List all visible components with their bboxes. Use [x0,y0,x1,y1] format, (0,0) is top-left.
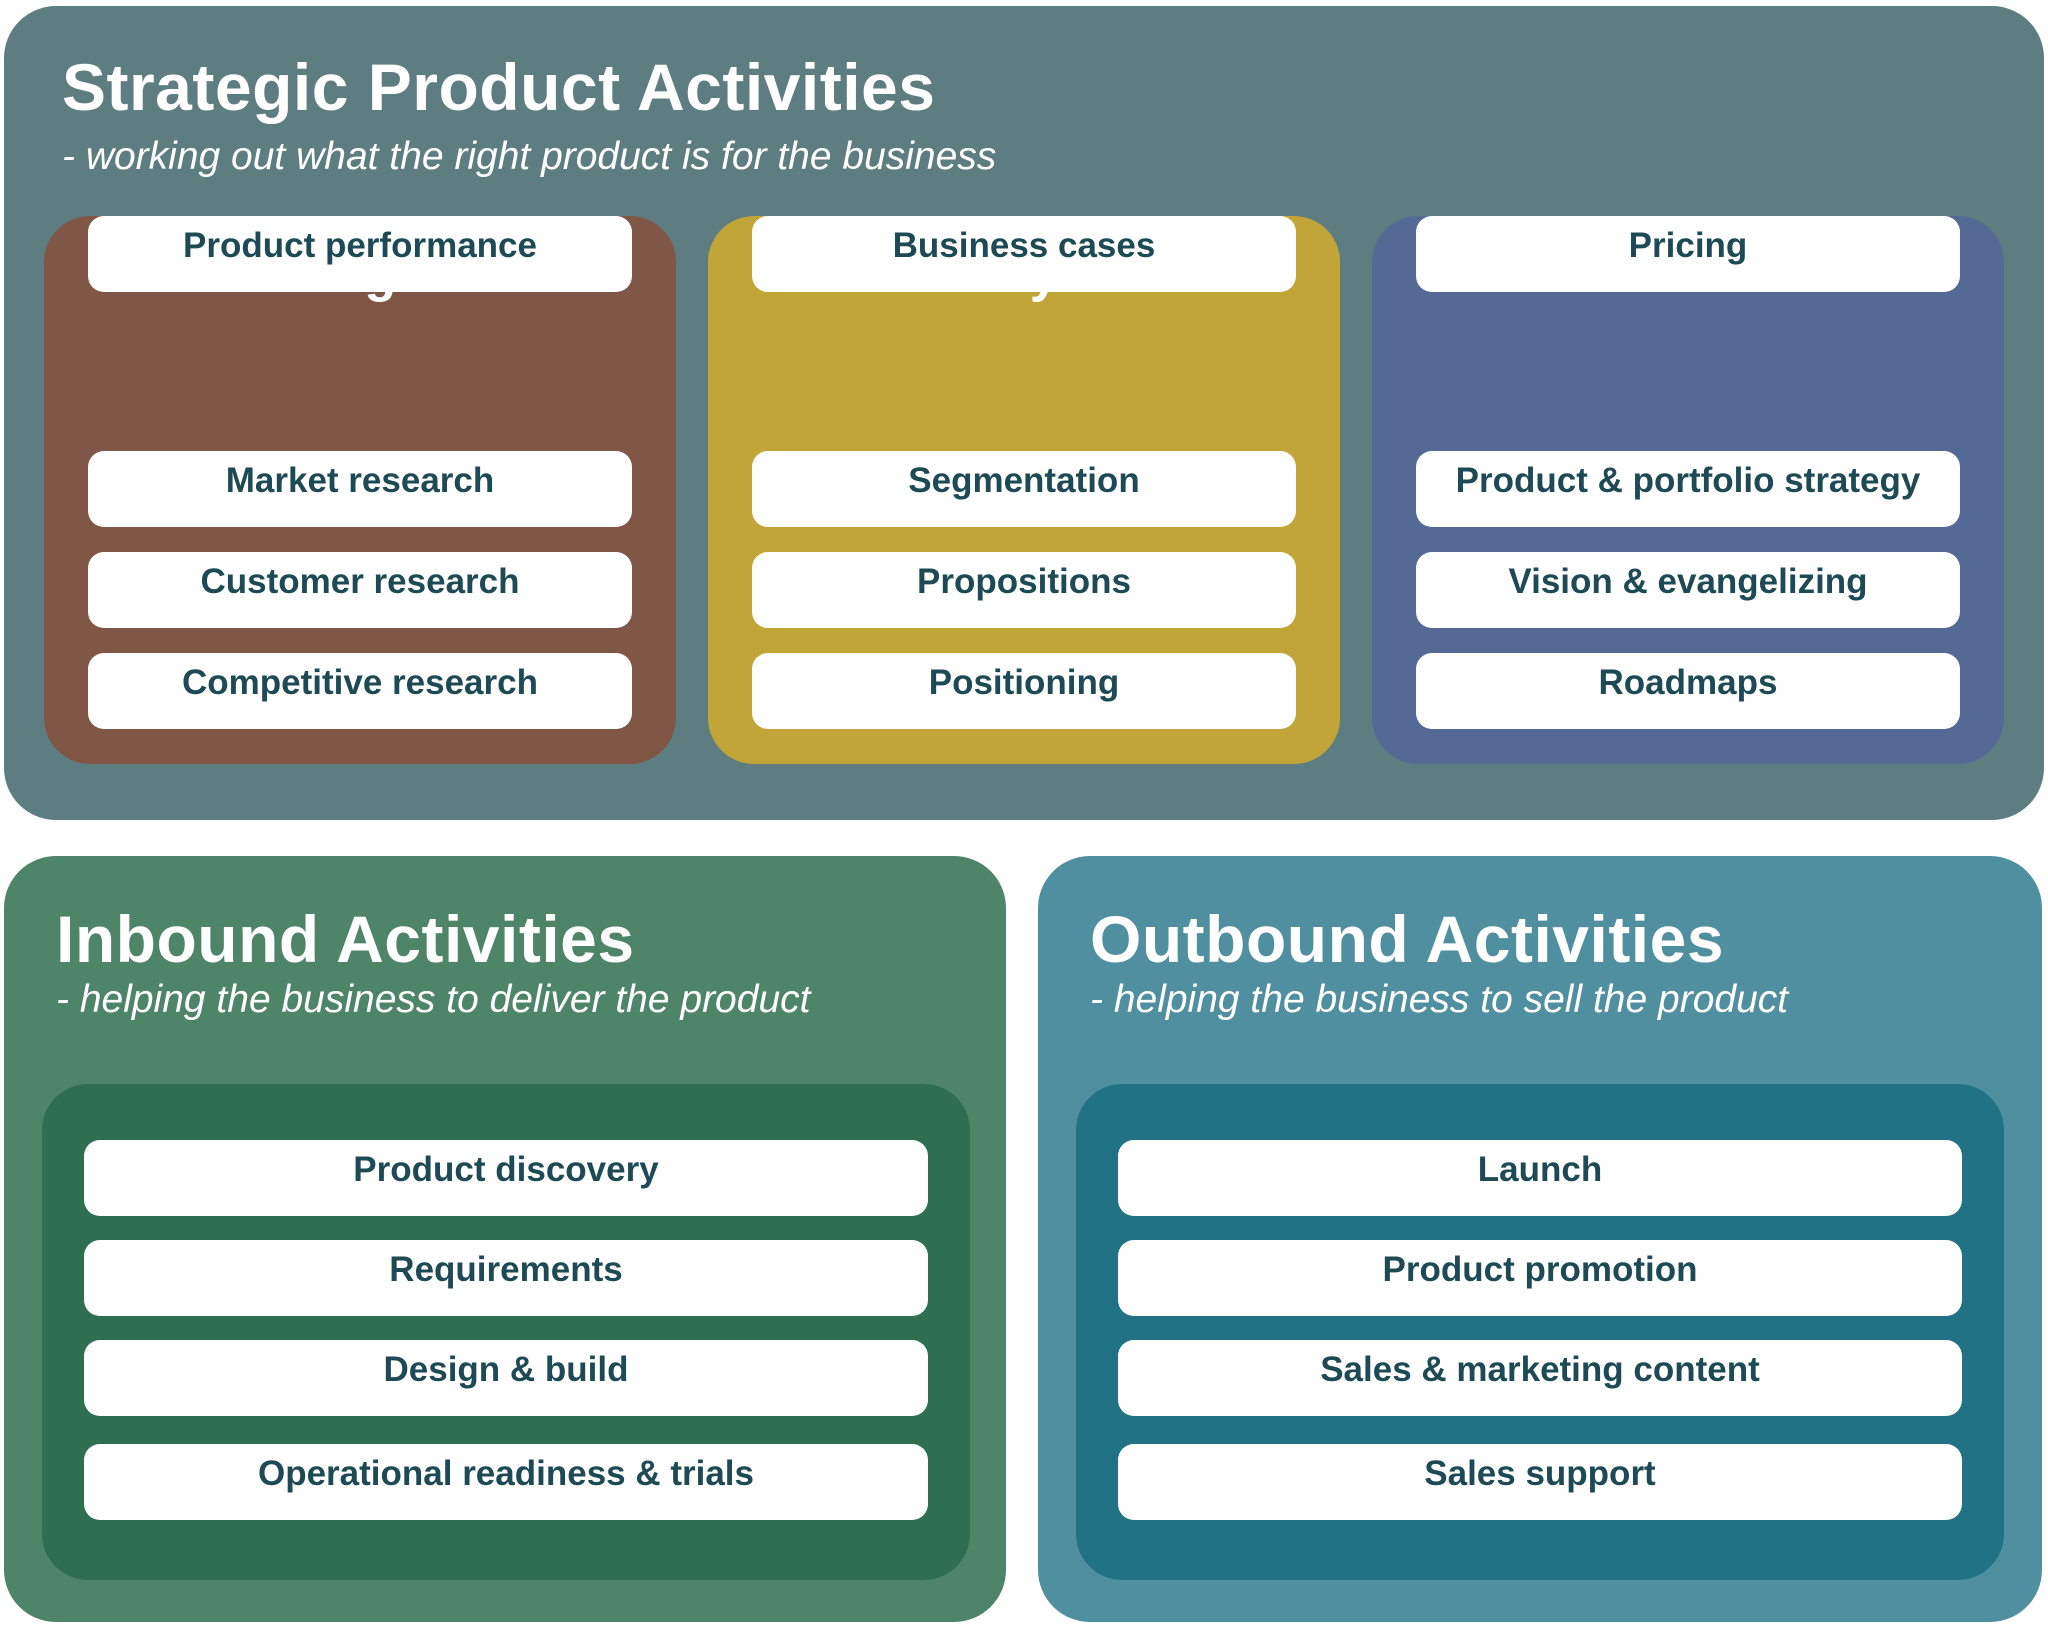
strategic-activities-panel: Strategic Product Activities - working o… [4,6,2044,820]
activity-item: Market research [88,451,632,527]
outbound-subtitle: - helping the business to sell the produ… [1090,978,1789,1021]
activity-item: Product performance [88,216,632,292]
activity-item: Launch [1118,1140,1962,1216]
activity-item: Sales & marketing content [1118,1340,1962,1416]
activity-item: Roadmaps [1416,653,1960,729]
activity-item: Product & portfolio strategy [1416,451,1960,527]
activity-item: Sales support [1118,1444,1962,1520]
insight-group: Insight Market research Customer researc… [44,216,676,764]
activity-item: Product discovery [84,1140,928,1216]
activity-item: Operational readiness & trials [84,1444,928,1520]
activity-item: Customer research [88,552,632,628]
activity-item: Propositions [752,552,1296,628]
inbound-title: Inbound Activities [56,902,635,976]
activity-item: Business cases [752,216,1296,292]
analysis-group: Analysis Segmentation Propositions Posit… [708,216,1340,764]
activity-item: Vision & evangelizing [1416,552,1960,628]
activity-item: Pricing [1416,216,1960,292]
inbound-activities-panel: Inbound Activities - helping the busines… [4,856,1006,1622]
strategic-subtitle: - working out what the right product is … [62,135,997,178]
inbound-items-group: Product discovery Requirements Design & … [42,1084,970,1580]
outbound-items-group: Launch Product promotion Sales & marketi… [1076,1084,2004,1580]
inbound-subtitle: - helping the business to deliver the pr… [56,978,811,1021]
strategic-title: Strategic Product Activities [62,50,936,124]
activity-item: Product promotion [1118,1240,1962,1316]
activity-item: Design & build [84,1340,928,1416]
activity-item: Requirements [84,1240,928,1316]
activity-item: Competitive research [88,653,632,729]
direction-group: Direction Product & portfolio strategy V… [1372,216,2004,764]
outbound-title: Outbound Activities [1090,902,1725,976]
activity-item: Segmentation [752,451,1296,527]
outbound-activities-panel: Outbound Activities - helping the busine… [1038,856,2042,1622]
activity-item: Positioning [752,653,1296,729]
